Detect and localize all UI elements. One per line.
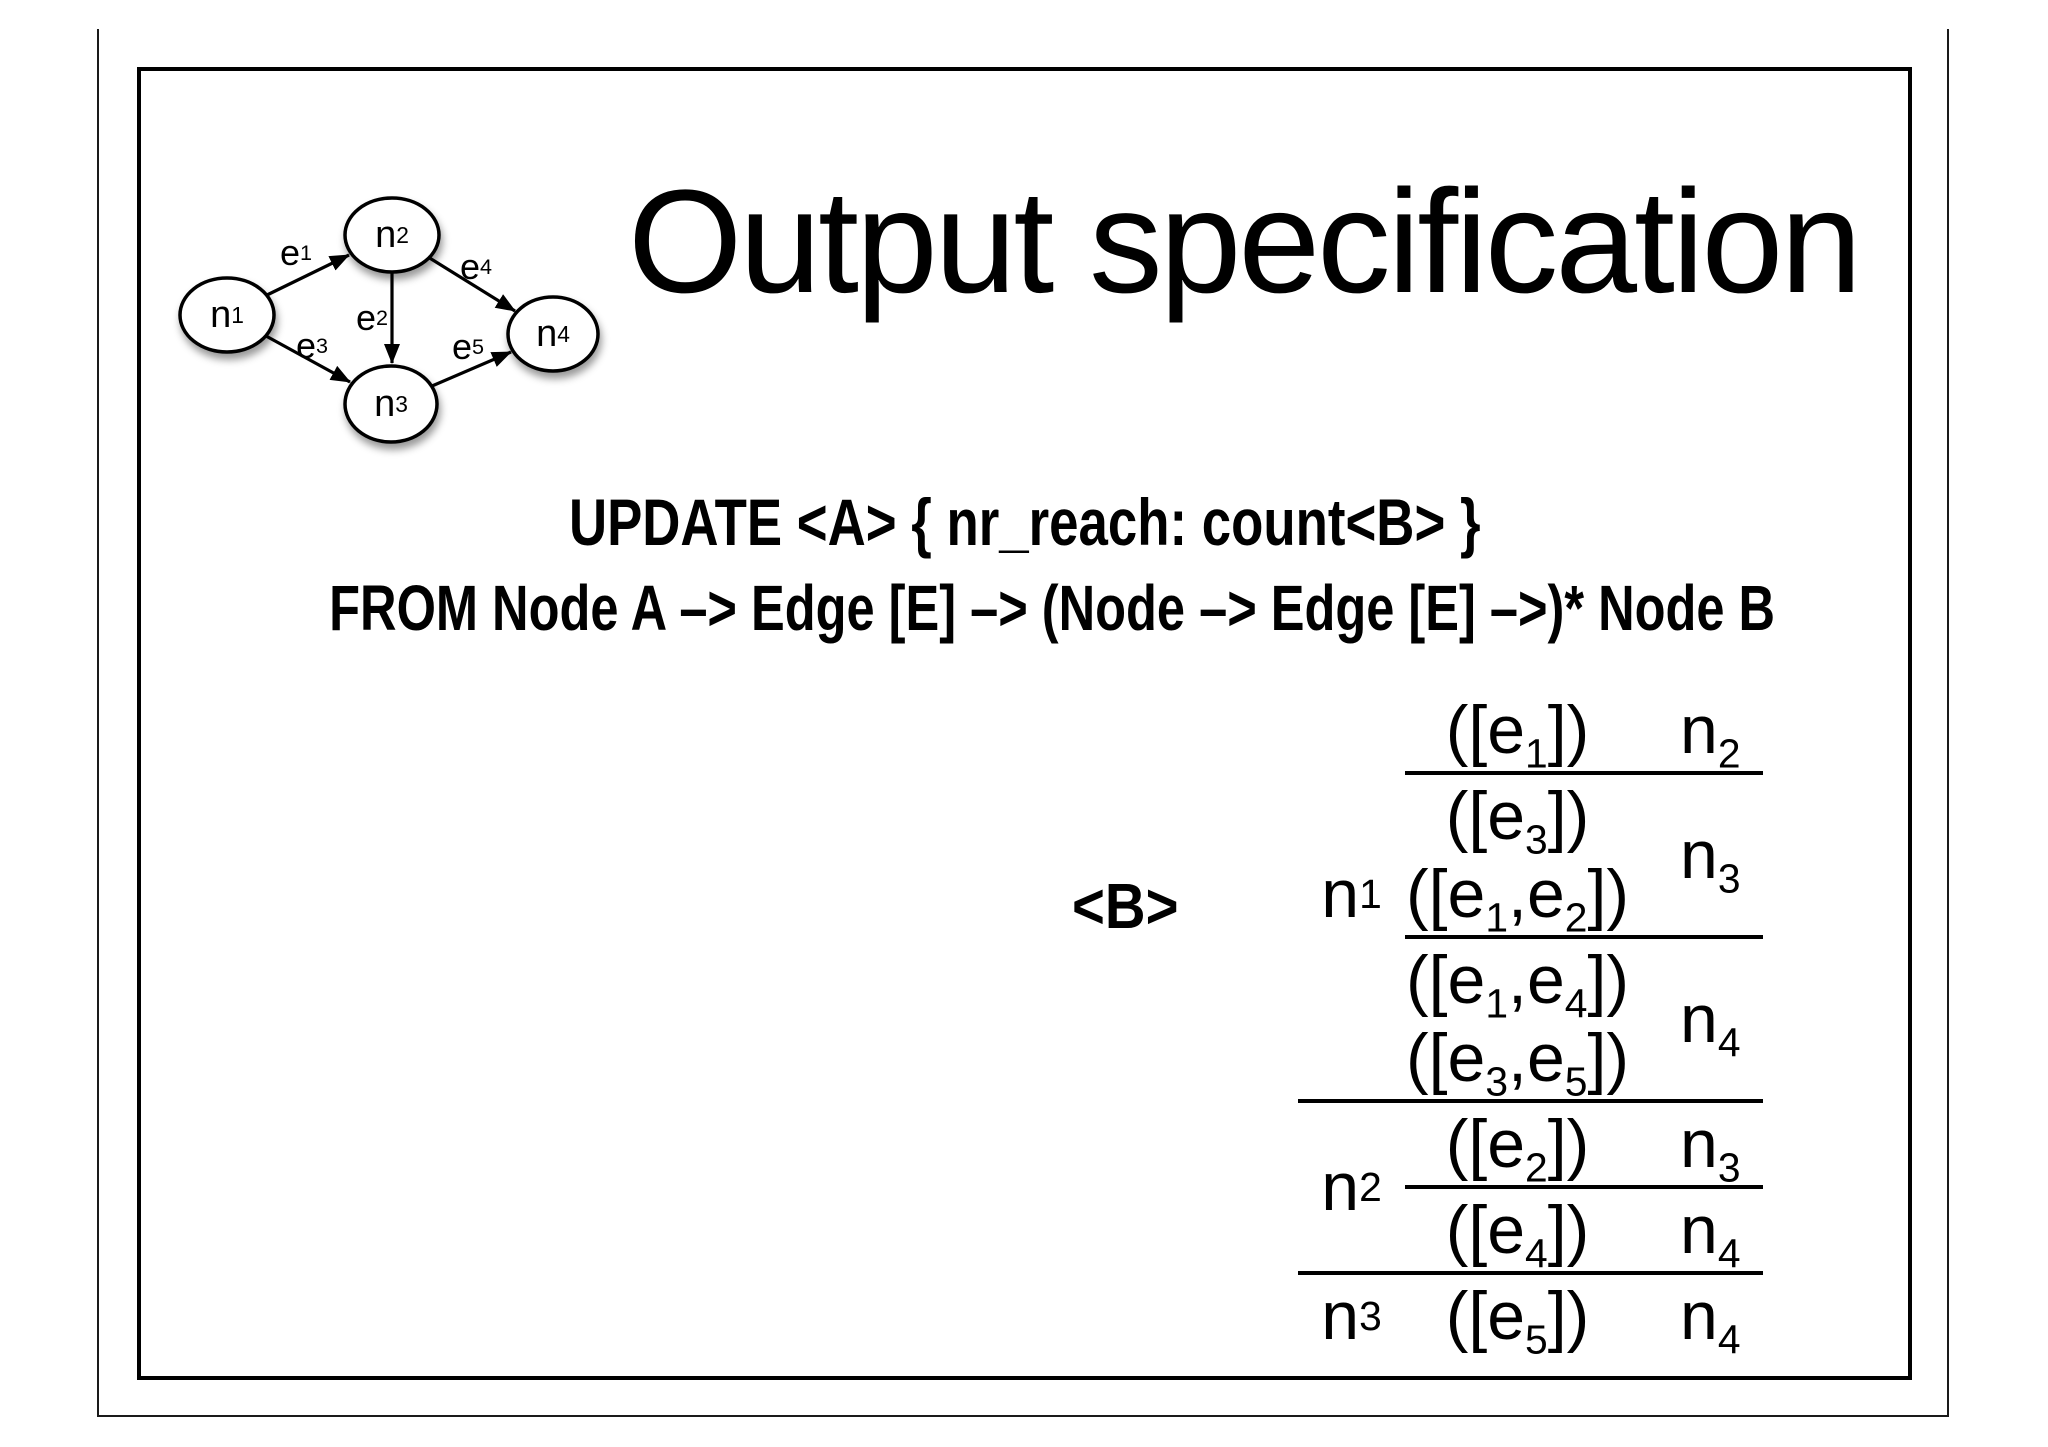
path-cell: ([e3])	[1445, 778, 1590, 863]
outer-border-left	[97, 29, 99, 1417]
target-node-label: n4	[1680, 1278, 1741, 1363]
path-cell: ([e5])	[1445, 1278, 1590, 1363]
graph-node-n1	[178, 276, 276, 354]
slide-title: Output specification	[628, 160, 1862, 324]
table-row: ([e1]) n2	[1405, 689, 1763, 777]
outer-border-right	[1947, 29, 1949, 1417]
path-cell: ([e1,e4])	[1405, 942, 1630, 1027]
table-row: ([e4]) n4	[1405, 1185, 1763, 1277]
path-cell: ([e2])	[1445, 1106, 1590, 1191]
target-node-label: n3	[1680, 817, 1741, 902]
path-cell: ([e3,e5])	[1405, 1020, 1630, 1105]
graph-edge-e4-arrow	[427, 255, 516, 313]
table-row: ([e2]) n3	[1405, 1103, 1763, 1191]
path-cell: ([e1])	[1445, 692, 1590, 777]
outer-border-bottom	[97, 1415, 1949, 1417]
graph-node-n4	[506, 295, 600, 373]
target-node-label: n4	[1680, 1192, 1741, 1277]
table-row: ([e3]) ([e1,e2]) n3	[1405, 771, 1763, 941]
path-cell: ([e1,e2])	[1405, 856, 1630, 941]
graph-diagram	[178, 196, 600, 444]
path-cell: ([e4])	[1445, 1192, 1590, 1277]
graph-node-n3	[343, 364, 439, 444]
table-row: ([e1,e4]) ([e3,e5]) n4	[1405, 935, 1763, 1105]
query-update-line: UPDATE <A> { nr_reach: count<B> }	[137, 486, 1912, 558]
slide-frame	[137, 67, 1912, 1380]
graph-edge-e1-arrow	[266, 253, 350, 297]
target-node-label: n4	[1680, 981, 1741, 1066]
binding-b-label: <B>	[1072, 870, 1179, 942]
target-node-label: n3	[1680, 1106, 1741, 1191]
query-from-line: FROM Node A –> Edge [E] –> (Node –> Edge…	[137, 572, 1912, 644]
graph-edge-e3-arrow	[265, 334, 351, 384]
query-update-text: UPDATE <A> { nr_reach: count<B> }	[568, 485, 1481, 559]
query-from-text: FROM Node A –> Edge [E] –> (Node –> Edge…	[329, 572, 1776, 644]
graph-edge-e5-arrow	[431, 350, 512, 388]
target-node-label: n2	[1680, 692, 1741, 777]
table-row: ([e5]) n4	[1405, 1275, 1763, 1363]
